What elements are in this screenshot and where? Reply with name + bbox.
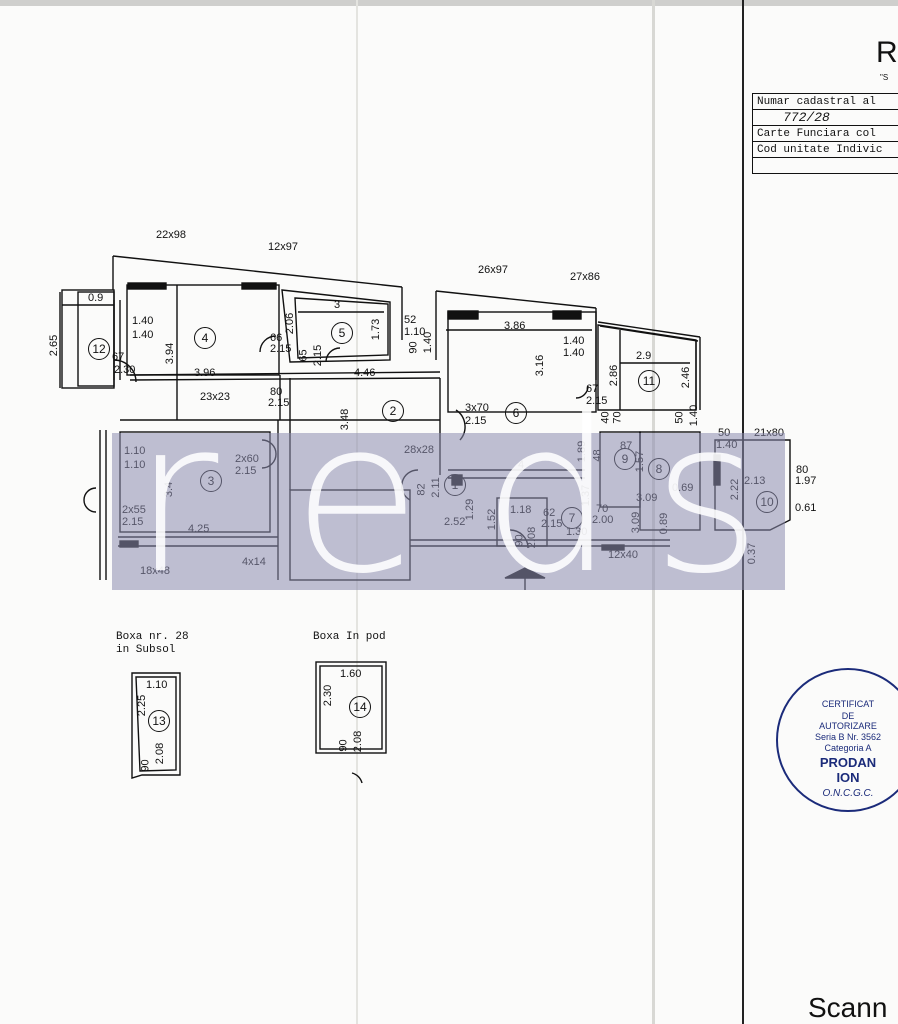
box-door: 90	[139, 759, 152, 772]
stamp-line: AUTORIZARE	[819, 721, 877, 731]
dimension: 1.73	[370, 318, 383, 341]
scanner-label: Scann	[808, 992, 888, 1023]
window-dim: 26x97	[478, 264, 508, 276]
box-width: 1.60	[340, 668, 362, 680]
box-height: 2.25	[136, 694, 149, 717]
window-dim: 27x86	[570, 271, 600, 283]
dimension: 1.40	[563, 335, 585, 347]
watermark-letter: e	[292, 375, 422, 620]
dimension: 52	[404, 314, 417, 326]
watermark-letter: d	[482, 375, 616, 620]
room-number-5: 5	[331, 322, 353, 344]
dimension: 2.06	[284, 312, 297, 335]
stamp-name: ION	[836, 770, 860, 785]
stamp-line: DE	[841, 711, 855, 721]
dimension: 3x70	[465, 402, 489, 414]
dimension: 3	[334, 299, 341, 311]
cadastral-empty-row	[752, 157, 898, 174]
document-subtitle: "S	[880, 73, 889, 82]
dimension: 2.15	[270, 343, 292, 355]
dimension: 2.15	[586, 395, 608, 407]
window-dim: 12x97	[268, 241, 298, 253]
scan-top-edge	[0, 0, 898, 6]
dimension: 3.94	[164, 342, 177, 365]
box-subtitle: in Subsol	[116, 644, 176, 656]
dimension: 67	[112, 351, 125, 363]
stamp-line: Seria B Nr. 3562	[814, 732, 882, 742]
dimension: 4.46	[354, 367, 376, 379]
dimension: 80	[796, 464, 809, 476]
watermark-letter: s	[652, 375, 762, 620]
dimension: 3.16	[534, 354, 547, 377]
stamp-name: PRODAN	[819, 755, 877, 770]
cadastral-table: Numar cadastral al 772/28 Carte Funciara…	[752, 93, 898, 174]
room-number-14: 14	[349, 696, 371, 718]
dimension: 65	[297, 349, 310, 362]
dimension: 3.86	[504, 320, 526, 332]
dimension: 80	[270, 386, 283, 398]
window-dim: 23x23	[200, 391, 230, 403]
dimension: 2.15	[465, 415, 487, 427]
dimension: 1.40	[422, 331, 435, 354]
watermark-band: r e d s	[112, 393, 785, 603]
dimension: 1.10	[404, 326, 426, 338]
room-number-4: 4	[194, 327, 216, 349]
box-door: 90	[337, 739, 350, 752]
cod-unitate-label: Cod unitate Indivic	[752, 141, 898, 158]
cadastral-number-value: 772/28	[752, 109, 898, 126]
dimension: 0.9	[88, 292, 104, 304]
dimension: 2.15	[312, 344, 325, 367]
dimension: 2.65	[48, 334, 61, 357]
window-dim: 22x98	[156, 229, 186, 241]
dimension: 66	[270, 332, 283, 344]
dimension: 2.30	[114, 364, 136, 376]
dimension: 67	[586, 383, 599, 395]
dimension: 90	[407, 341, 420, 354]
box-title: Boxa nr. 28	[116, 631, 189, 643]
document-title: R	[876, 36, 898, 69]
box-title: Boxa In pod	[313, 631, 386, 643]
dimension: 2.15	[268, 397, 290, 409]
room-number-2: 2	[382, 400, 404, 422]
box-height: 2.30	[322, 684, 335, 707]
dimension: 3.96	[194, 367, 216, 379]
stamp-org: O.N.C.G.C.	[822, 788, 874, 799]
room-number-13: 13	[148, 710, 170, 732]
room-number-6: 6	[505, 402, 527, 424]
dimension: 2.9	[636, 350, 652, 362]
dimension: 1.40	[132, 329, 154, 341]
box-door: 2.08	[352, 730, 365, 753]
room-number-11: 11	[638, 370, 660, 392]
dimension: 1.97	[795, 475, 817, 487]
room-number-12: 12	[88, 338, 110, 360]
watermark-letter: r	[132, 375, 219, 620]
stamp-line: Categoria A	[824, 743, 872, 753]
dimension: 0.61	[795, 502, 817, 514]
authorization-stamp: CERTIFICAT DE AUTORIZARE Seria B Nr. 356…	[776, 668, 898, 812]
box-door: 2.08	[154, 742, 167, 765]
box-width: 1.10	[146, 679, 168, 691]
dimension: 1.40	[132, 315, 154, 327]
dimension: 1.40	[563, 347, 585, 359]
stamp-line: CERTIFICAT	[821, 699, 875, 709]
